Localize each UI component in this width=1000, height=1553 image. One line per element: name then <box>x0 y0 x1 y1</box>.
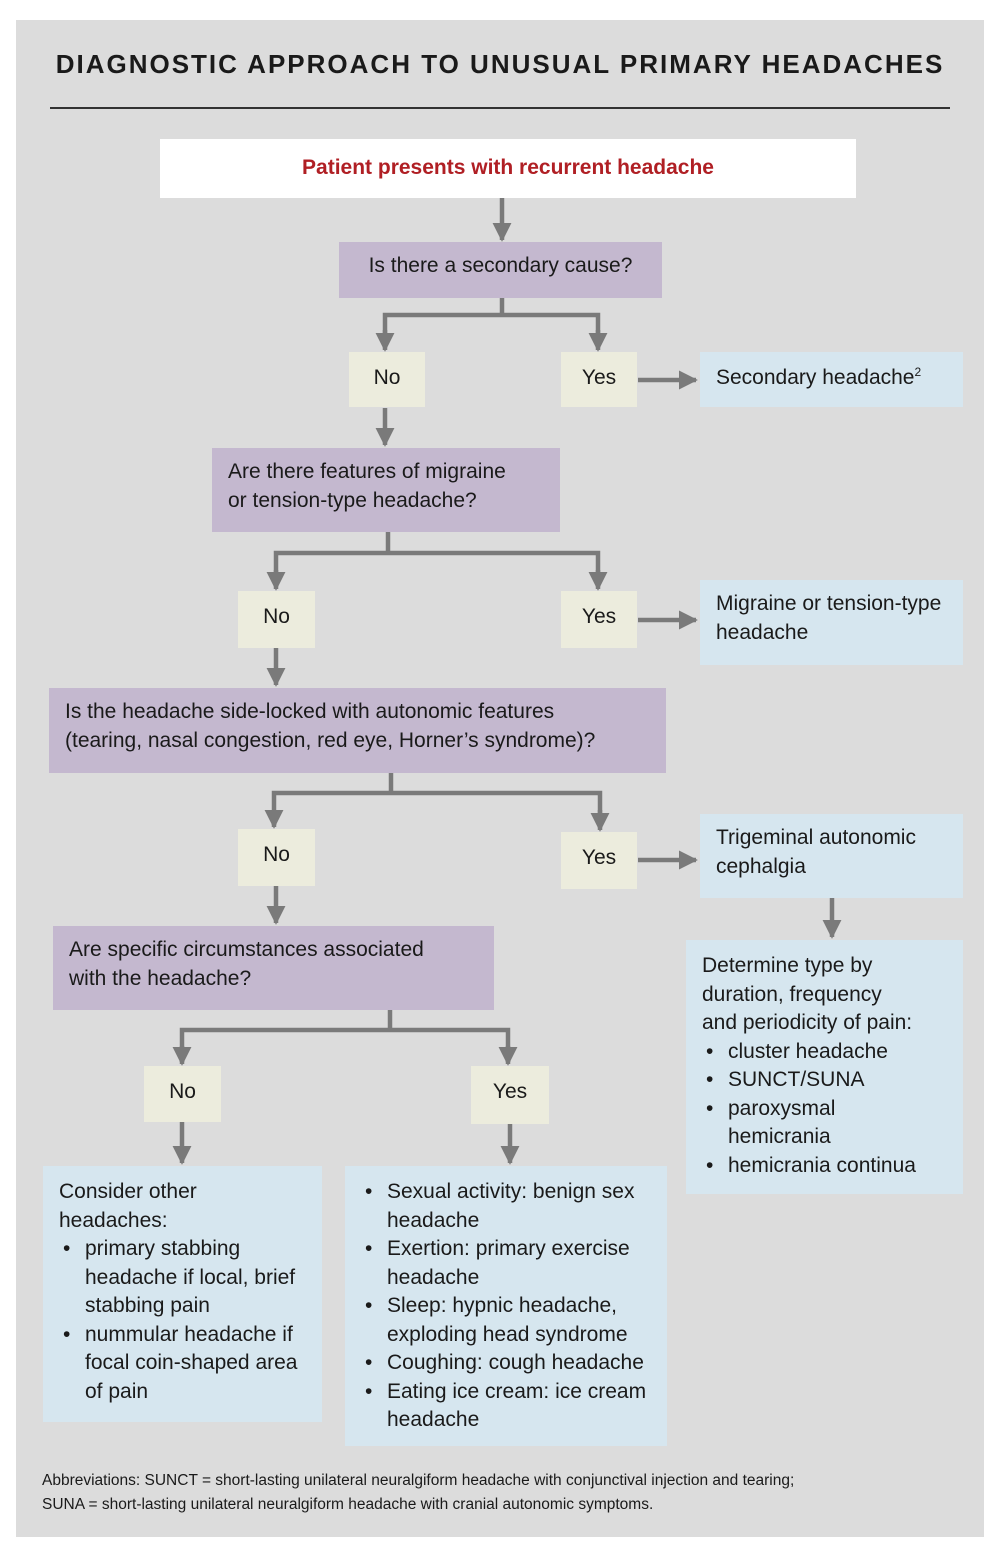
result-determine-type: Determine type by duration, frequency an… <box>686 940 963 1194</box>
list-item: cluster headache <box>706 1038 918 1067</box>
determine-intro-1: Determine type by <box>702 954 873 977</box>
question-circumstances-line-1: Are specific circumstances associated <box>69 938 424 961</box>
result-other-headaches: Consider other headaches: primary stabbi… <box>43 1166 322 1422</box>
diagram-title: DIAGNOSTIC APPROACH TO UNUSUAL PRIMARY H… <box>55 49 945 79</box>
branch-q2 <box>273 532 601 585</box>
other-intro-1: Consider other <box>59 1180 197 1203</box>
list-item: Exertion: primary exercise headache <box>365 1235 652 1292</box>
abbreviations-footnote: Abbreviations: SUNCT = short-lasting uni… <box>42 1469 962 1517</box>
question-side-locked: Is the headache side-locked with autonom… <box>49 688 666 773</box>
answer-no-4: No <box>144 1066 221 1122</box>
answer-yes-4: Yes <box>471 1066 549 1124</box>
list-item: Sexual activity: benign sex headache <box>365 1178 652 1235</box>
answer-yes-1: Yes <box>561 352 637 407</box>
branch-q1 <box>382 298 601 346</box>
circumstance-list: Sexual activity: benign sex headache Exe… <box>361 1178 652 1435</box>
question-circumstances-line-2: with the headache? <box>69 966 252 990</box>
result-migraine-line-2: headache <box>716 620 809 644</box>
determine-intro-2: duration, frequency <box>702 982 882 1006</box>
other-intro-2: headaches: <box>59 1208 168 1232</box>
determine-intro-3: and periodicity of pain: <box>702 1011 913 1034</box>
question-migraine-features: Are there features of migraine or tensio… <box>212 448 560 532</box>
answer-no-1: No <box>349 352 425 407</box>
question-migraine-line-2: or tension-type headache? <box>228 488 477 512</box>
answer-no-3: No <box>238 829 315 886</box>
answer-no-2: No <box>238 591 315 648</box>
list-item: primary stabbing headache if local, brie… <box>63 1235 300 1321</box>
result-migraine-line-1: Migraine or tension-type <box>716 592 942 615</box>
result-secondary-headache-text: Secondary headache <box>716 366 915 389</box>
result-secondary-headache: Secondary headache2 <box>700 352 963 407</box>
list-item: Coughing: cough headache <box>365 1349 652 1378</box>
list-item: hemicrania continua <box>706 1152 958 1181</box>
question-specific-circumstances: Are specific circumstances associated wi… <box>53 926 494 1010</box>
list-item: nummular headache if focal coin-shaped a… <box>63 1321 300 1407</box>
list-item: SUNCT/SUNA <box>706 1066 918 1095</box>
question-migraine-line-1: Are there features of migraine <box>228 460 506 483</box>
branch-q3 <box>271 773 603 825</box>
start-box: Patient presents with recurrent headache <box>160 139 856 198</box>
title-rule <box>50 107 950 109</box>
answer-yes-3: Yes <box>561 832 637 889</box>
result-trigeminal: Trigeminal autonomic cephalgia <box>700 814 963 898</box>
answer-yes-2: Yes <box>561 591 637 648</box>
list-item: Sleep: hypnic headache, exploding head s… <box>365 1292 652 1349</box>
list-item: paroxysmal hemicrania <box>706 1095 918 1152</box>
question-secondary-cause: Is there a secondary cause? <box>339 242 662 298</box>
footnote-line-1: Abbreviations: SUNCT = short-lasting uni… <box>42 1472 795 1489</box>
other-headaches-list: primary stabbing headache if local, brie… <box>59 1235 300 1406</box>
determine-type-list: cluster headache SUNCT/SUNA paroxysmal h… <box>702 1038 918 1181</box>
result-trigeminal-line-1: Trigeminal autonomic <box>716 826 916 849</box>
result-circumstance-headaches: Sexual activity: benign sex headache Exe… <box>345 1166 667 1446</box>
list-item: Eating ice cream: ice cream headache <box>365 1378 652 1435</box>
footnote-ref: 2 <box>914 365 922 379</box>
question-side-locked-line-1: Is the headache side-locked with autonom… <box>65 700 555 723</box>
question-side-locked-line-2: (tearing, nasal congestion, red eye, Hor… <box>65 728 596 752</box>
footnote-line-2: SUNA = short-lasting unilateral neuralgi… <box>42 1496 654 1513</box>
branch-q4 <box>179 1010 511 1062</box>
result-trigeminal-line-2: cephalgia <box>716 854 806 878</box>
result-migraine-tension: Migraine or tension-type headache <box>700 580 963 665</box>
